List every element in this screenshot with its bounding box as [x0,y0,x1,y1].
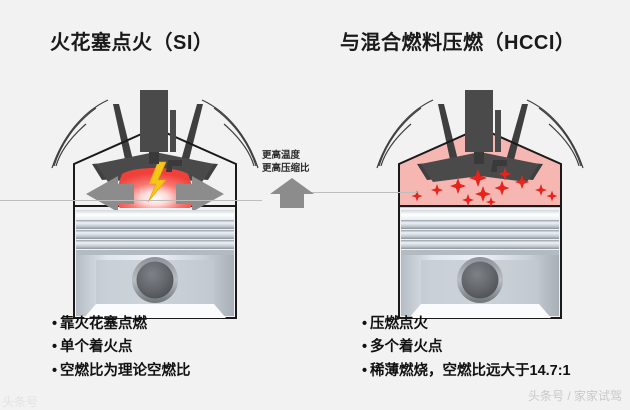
left-piston-crown [76,210,234,220]
ignition-star-icon [469,169,487,187]
ignition-star-icon [494,180,510,196]
center-condition-label: 更高温度 更高压缩比 [262,150,310,175]
watermark-bottom-left: 头条号 [2,395,39,409]
bullet-dot-icon: • [52,362,58,379]
left-bullet-list: •靠火花塞点燃 •单个着火点 •空燃比为理论空燃比 [52,313,191,383]
ignition-star-icon [411,190,423,202]
ignition-star-icon [535,184,547,196]
left-valve-springs [51,99,259,169]
list-item-label: 空燃比为理论空燃比 [60,362,191,379]
left-spark-plug [140,90,182,172]
right-valve-springs [376,99,584,169]
list-item: •靠火花塞点燃 [52,313,191,336]
list-item-label: 稀薄燃烧，空燃比远大于14.7:1 [370,362,571,379]
center-rule-left [0,200,262,201]
ignition-star-icon [475,186,491,202]
list-item-label: 单个着火点 [60,339,133,356]
ignition-star-icon [546,190,558,202]
center-up-arrow-icon [270,178,314,208]
left-panel-title: 火花塞点火（SI） [50,32,214,54]
left-wrist-pin [132,257,178,303]
right-piston-bottom [409,304,551,318]
left-piston-rings [76,220,234,255]
right-wrist-pin [457,257,503,303]
list-item-label: 靠火花塞点燃 [60,316,147,332]
list-item: •单个着火点 [52,336,191,359]
bullet-dot-icon: • [52,339,58,356]
list-item: •压燃点火 [362,313,571,336]
right-bullet-list: •压燃点火 •多个着火点 •稀薄燃烧，空燃比远大于14.7:1 [362,313,571,383]
watermark-bottom-right: 头条号 / 家家试驾 [527,389,622,403]
list-item-label: 多个着火点 [370,339,443,356]
bullet-dot-icon: • [362,362,368,379]
left-spark-bolt [147,161,167,203]
center-rule-right [307,192,417,193]
ignition-star-icon [498,167,512,181]
left-flow-arrows [86,176,224,212]
ignition-star-icon [515,175,529,189]
list-item: •空燃比为理论空燃比 [52,360,191,383]
ignition-star-icon [486,197,496,207]
list-item: •多个着火点 [362,336,571,359]
right-panel-title: 与混合燃料压燃（HCCI） [340,32,576,54]
right-ignition-stars [411,167,558,207]
right-piston-rings [401,220,559,255]
bullet-dot-icon: • [362,316,368,332]
left-piston-bottom [84,304,226,318]
ignition-star-icon [462,194,474,206]
ignition-star-icon [450,178,466,194]
right-injector [465,90,507,172]
right-piston-crown [401,210,559,220]
list-item: •稀薄燃烧，空燃比远大于14.7:1 [362,360,571,383]
left-engine-diagram [51,90,259,319]
center-label-line1: 更高温度 [262,150,301,161]
center-label-line2: 更高压缩比 [262,162,310,174]
bullet-dot-icon: • [362,339,368,356]
right-engine-diagram [376,90,584,319]
list-item-label: 压燃点火 [370,316,428,332]
ignition-star-icon [431,184,443,196]
bullet-dot-icon: • [52,316,58,332]
